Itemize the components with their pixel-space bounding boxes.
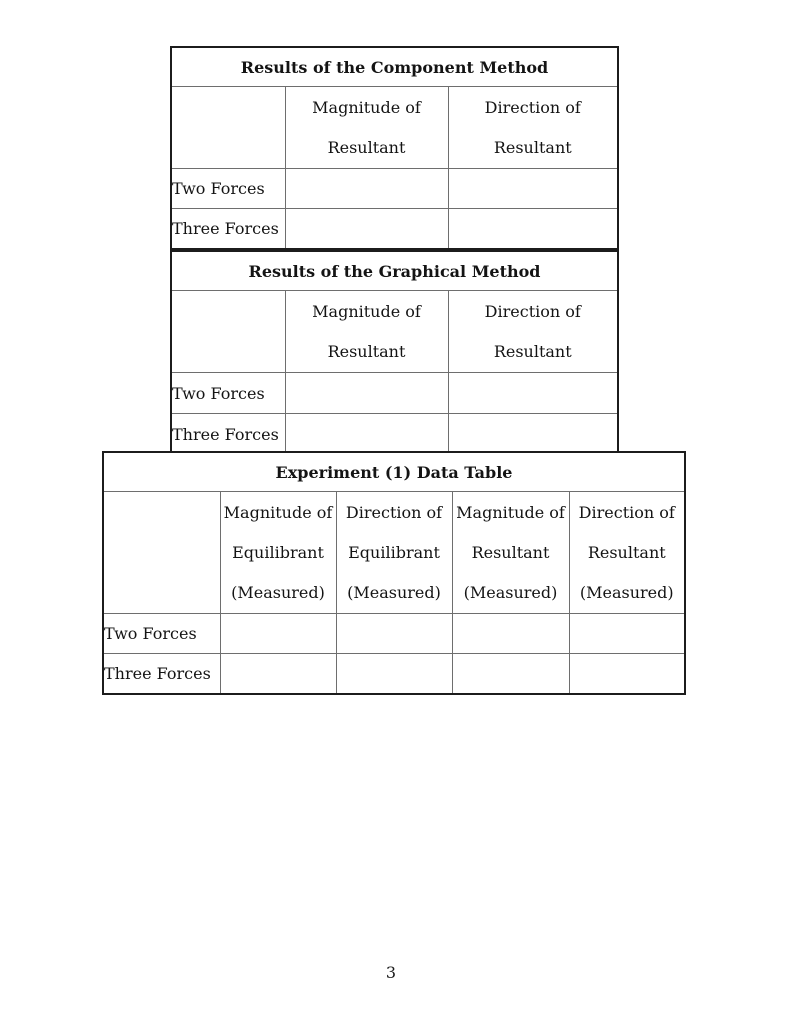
table-row-two-forces: Two Forces bbox=[170, 168, 619, 209]
row-label: Two Forces bbox=[170, 168, 286, 209]
component-method-table-grid: Results of the Component Method Magnitud… bbox=[170, 46, 620, 250]
corner-cell bbox=[170, 290, 286, 373]
table-row-two-forces: Two Forces bbox=[170, 372, 619, 414]
component-method-table: Results of the Component Method Magnitud… bbox=[170, 46, 620, 250]
direction-of-equilibrant-header: Direction of Equilibrant (Measured) bbox=[335, 491, 453, 614]
magnitude-of-equilibrant-header: Magnitude of Equilibrant (Measured) bbox=[219, 491, 337, 614]
direction-of-resultant-header: Direction of Resultant (Measured) bbox=[568, 491, 686, 614]
page-number: 3 bbox=[385, 963, 397, 982]
data-cell bbox=[219, 613, 337, 654]
table-title: Results of the Graphical Method bbox=[170, 250, 619, 291]
data-cell bbox=[284, 168, 449, 209]
graphical-method-table-grid: Results of the Graphical Method Magnitud… bbox=[170, 250, 619, 456]
table-title: Results of the Component Method bbox=[170, 46, 619, 87]
data-cell bbox=[447, 413, 619, 456]
graphical-method-table: Results of the Graphical Method Magnitud… bbox=[170, 250, 619, 456]
row-label: Three Forces bbox=[170, 208, 286, 250]
table-title-row: Results of the Graphical Method bbox=[170, 250, 619, 291]
data-cell bbox=[284, 208, 449, 250]
experiment-data-table-grid: Experiment (1) Data Table Magnitude of E… bbox=[102, 451, 687, 695]
table-title-row: Results of the Component Method bbox=[170, 46, 619, 87]
row-label: Three Forces bbox=[102, 653, 221, 695]
table-header-row: Magnitude of Resultant Direction of Resu… bbox=[170, 86, 619, 169]
row-label: Two Forces bbox=[102, 613, 221, 654]
table-header-row: Magnitude of Resultant Direction of Resu… bbox=[170, 290, 619, 373]
table-header-row: Magnitude of Equilibrant (Measured) Dire… bbox=[102, 491, 686, 614]
table-row-two-forces: Two Forces bbox=[102, 613, 686, 654]
data-cell bbox=[451, 653, 570, 695]
direction-of-resultant-header: Direction of Resultant bbox=[447, 290, 619, 373]
table-title-row: Experiment (1) Data Table bbox=[102, 451, 686, 492]
data-cell bbox=[447, 168, 619, 209]
table-title: Experiment (1) Data Table bbox=[102, 451, 686, 492]
magnitude-of-resultant-header: Magnitude of Resultant bbox=[284, 290, 449, 373]
corner-cell bbox=[170, 86, 286, 169]
data-cell bbox=[219, 653, 337, 695]
data-cell bbox=[568, 613, 686, 654]
experiment-data-table: Experiment (1) Data Table Magnitude of E… bbox=[102, 451, 687, 695]
table-row-three-forces: Three Forces bbox=[170, 208, 619, 250]
data-cell bbox=[335, 653, 453, 695]
data-cell bbox=[284, 372, 449, 414]
data-cell bbox=[451, 613, 570, 654]
data-cell bbox=[284, 413, 449, 456]
row-label: Two Forces bbox=[170, 372, 286, 414]
row-label: Three Forces bbox=[170, 413, 286, 456]
magnitude-of-resultant-header: Magnitude of Resultant bbox=[284, 86, 449, 169]
data-cell bbox=[335, 613, 453, 654]
table-row-three-forces: Three Forces bbox=[170, 413, 619, 456]
data-cell bbox=[447, 372, 619, 414]
data-cell bbox=[568, 653, 686, 695]
magnitude-of-resultant-header: Magnitude of Resultant (Measured) bbox=[451, 491, 570, 614]
corner-cell bbox=[102, 491, 221, 614]
direction-of-resultant-header: Direction of Resultant bbox=[447, 86, 619, 169]
table-row-three-forces: Three Forces bbox=[102, 653, 686, 695]
data-cell bbox=[447, 208, 619, 250]
